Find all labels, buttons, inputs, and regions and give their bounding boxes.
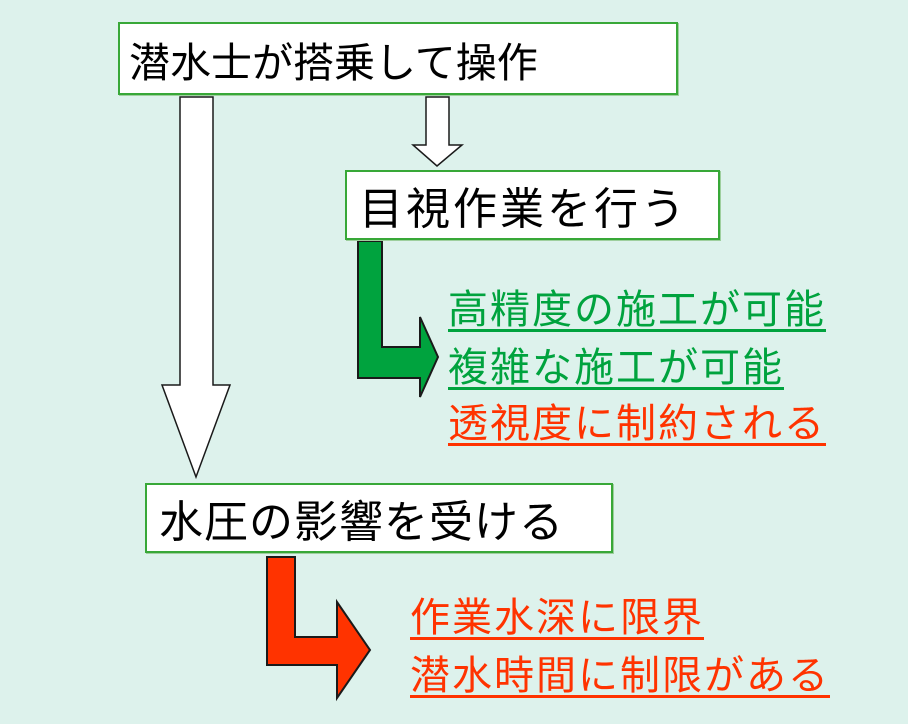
note-dive-time-limit: 潜水時間に制限がある	[410, 654, 830, 698]
box-water-pressure: 水圧の影響を受ける	[145, 483, 613, 553]
box-water-pressure-label: 水圧の影響を受ける	[159, 498, 564, 547]
box-diver-operation-label: 潜水士が搭乗して操作	[129, 39, 538, 86]
down-arrow-long-icon	[160, 96, 232, 480]
note-visibility-limit: 透視度に制約される	[448, 402, 826, 446]
elbow-arrow-green-icon	[357, 240, 440, 398]
elbow-arrow-red-icon	[266, 556, 372, 702]
note-depth-limit: 作業水深に限界	[410, 596, 704, 640]
box-diver-operation: 潜水士が搭乗して操作	[118, 22, 678, 95]
box-visual-work: 目視作業を行う	[345, 170, 720, 240]
down-arrow-short-icon	[411, 96, 465, 167]
box-visual-work-label: 目視作業を行う	[359, 185, 688, 234]
note-high-precision: 高精度の施工が可能	[448, 288, 826, 332]
note-complex-work: 複雑な施工が可能	[448, 346, 784, 390]
